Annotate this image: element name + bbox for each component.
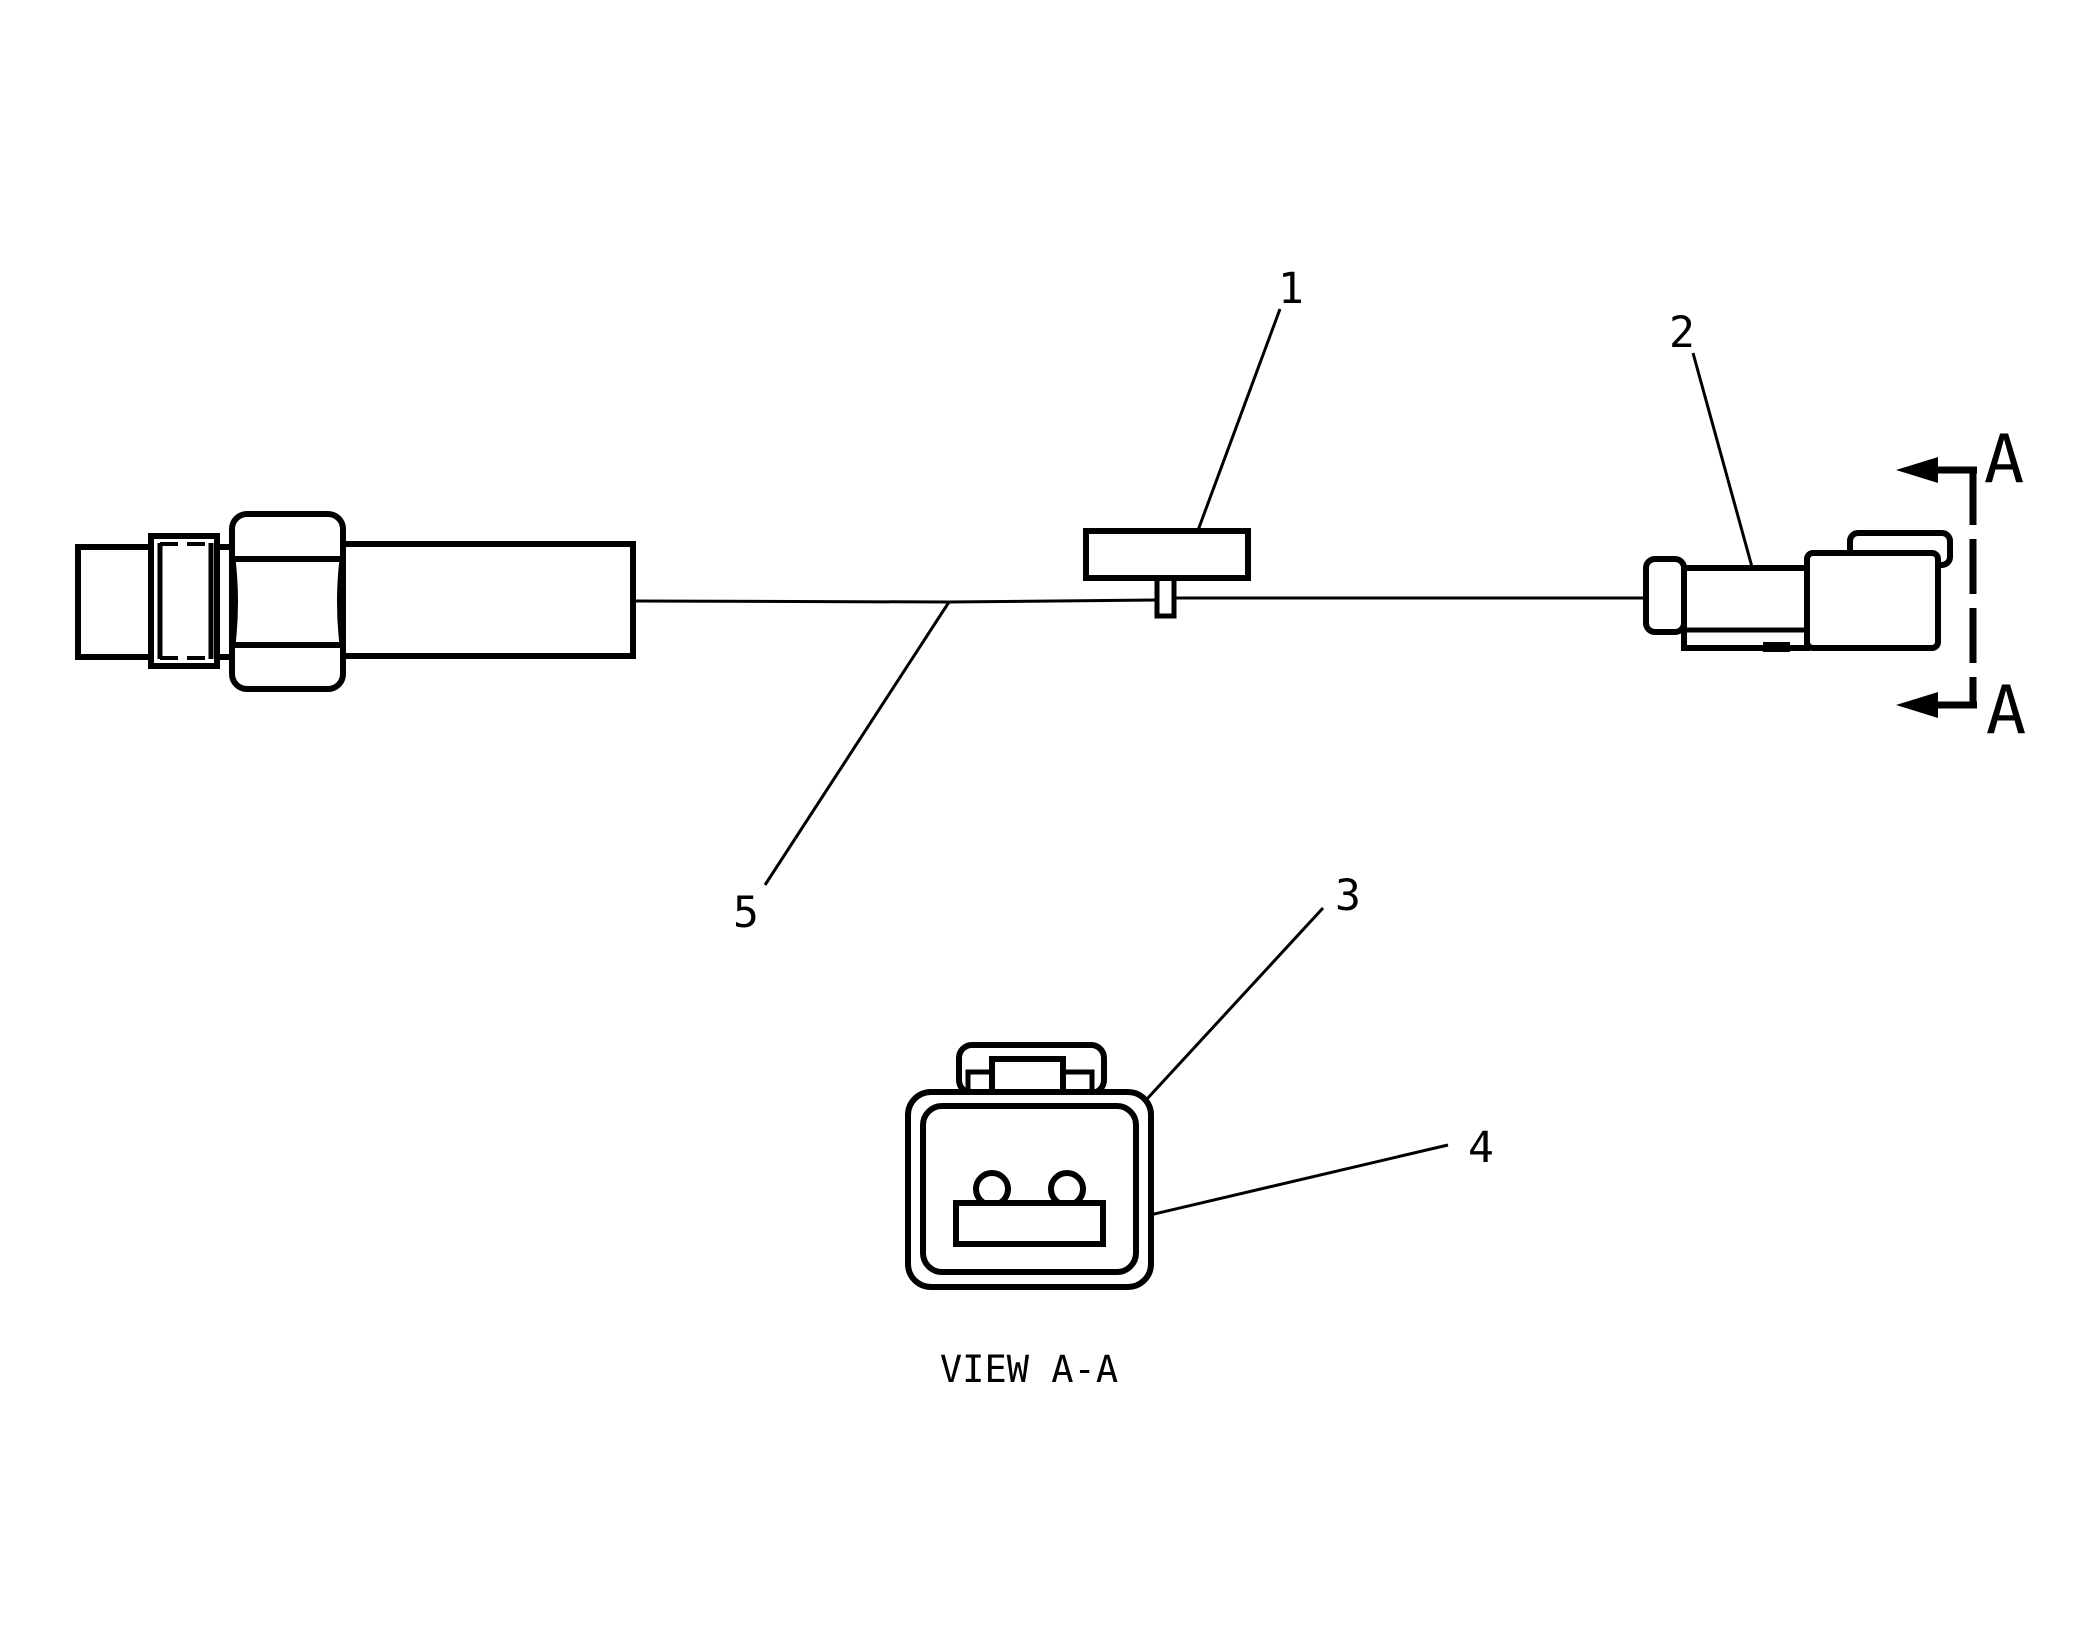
callout-2-leader [1691,352,1754,568]
section-arrow-top-icon [1896,457,1938,483]
callout-3-label: 3 [1335,871,1361,921]
callout-5-label: 5 [733,888,759,938]
view-connector-inner-shell [920,1103,1139,1275]
callout-5-leader [763,601,951,886]
connector-wire-seal [1643,556,1687,635]
connector-body [1681,565,1810,651]
connector-latch-mark [1763,642,1790,652]
section-arrow-bottom-icon [1896,692,1938,718]
sensor-hex-nut [229,511,346,692]
cable-tag-stem [1154,575,1177,619]
hex-nut-right-facet-curve [337,558,343,646]
callout-1-leader [1195,308,1282,534]
section-label-top: A [1984,420,2024,498]
callout-2-label: 2 [1669,308,1695,358]
cable-tag [1083,528,1251,581]
callout-4-leader [1102,1143,1449,1228]
harness-wire-left-segment [632,598,1158,604]
sensor-body [340,541,636,659]
section-label-bottom: A [1986,671,2026,749]
view-keyway-slot [953,1200,1106,1247]
connector-head [1804,550,1941,651]
view-lock-tab-center [989,1056,1066,1096]
sensor-tip [75,544,154,660]
callout-4-label: 4 [1468,1123,1494,1173]
view-connector-outer-shell [905,1089,1154,1290]
view-caption: VIEW A-A [940,1348,1118,1391]
hex-nut-left-facet-curve [232,558,238,646]
callout-1-label: 1 [1278,264,1304,314]
